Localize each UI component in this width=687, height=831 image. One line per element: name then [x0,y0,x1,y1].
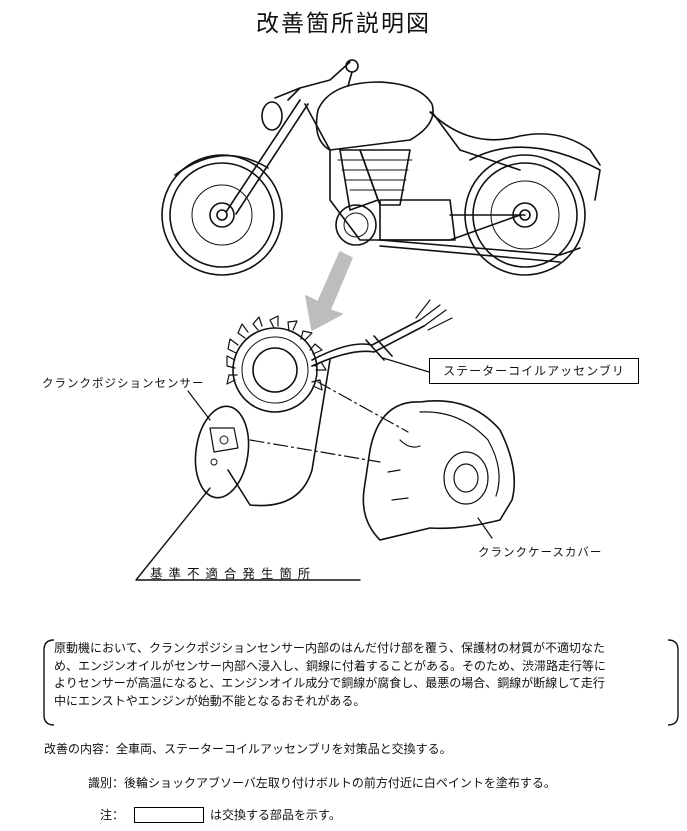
replacement-part-swatch [134,806,205,823]
motorcycle-diagram [135,59,601,581]
note-suffix: は交換する部品を示す。 [210,808,341,822]
description-text: 原動機において、クランクポジションセンサー内部のはんだ付け部を覆う、保護材の材質… [54,640,668,710]
description-line: 原動機において、クランクポジションセンサー内部のはんだ付け部を覆う、保護材の材質… [54,641,606,655]
note: 注： は交換する部品を示す。 [100,806,341,823]
identification-text: 識別：後輪ショックアブソーバ左取り付けボルトの前方付近に白ペイントを塗布する。 [88,776,556,790]
crank-position-sensor-label: クランクポジションセンサー [42,376,205,390]
crankcase-cover-label: クランクケースカバー [478,545,603,559]
description-line: め、エンジンオイルがセンサー内部へ浸入し、銅線に付着することがある。そのため、渋… [54,658,607,673]
description-line: よりセンサーが高温になると、エンジンオイル成分で銅線が腐食し、最悪の場合、銅線が… [54,676,605,690]
note-prefix: 注： [100,808,125,822]
improvement-text: 改善の内容：全車両、ステーターコイルアッセンブリを対策品と交換する。 [44,742,452,756]
crankcase-cover-illustration [362,400,516,541]
motorcycle-illustration [161,59,601,276]
page-title: 改善箇所説明図 [256,11,431,37]
stator-coil-assembly-label: ステーターコイルアッセンブリ [429,358,639,384]
nonconformity-location-label: 基 準 不 適 合 発 生 箇 所 [150,566,312,581]
stator-coil-illustration [226,299,453,507]
description-line: 中にエンストやエンジンが始動不能となるおそれがある。 [54,693,366,708]
crank-sensor-illustration [194,405,250,499]
